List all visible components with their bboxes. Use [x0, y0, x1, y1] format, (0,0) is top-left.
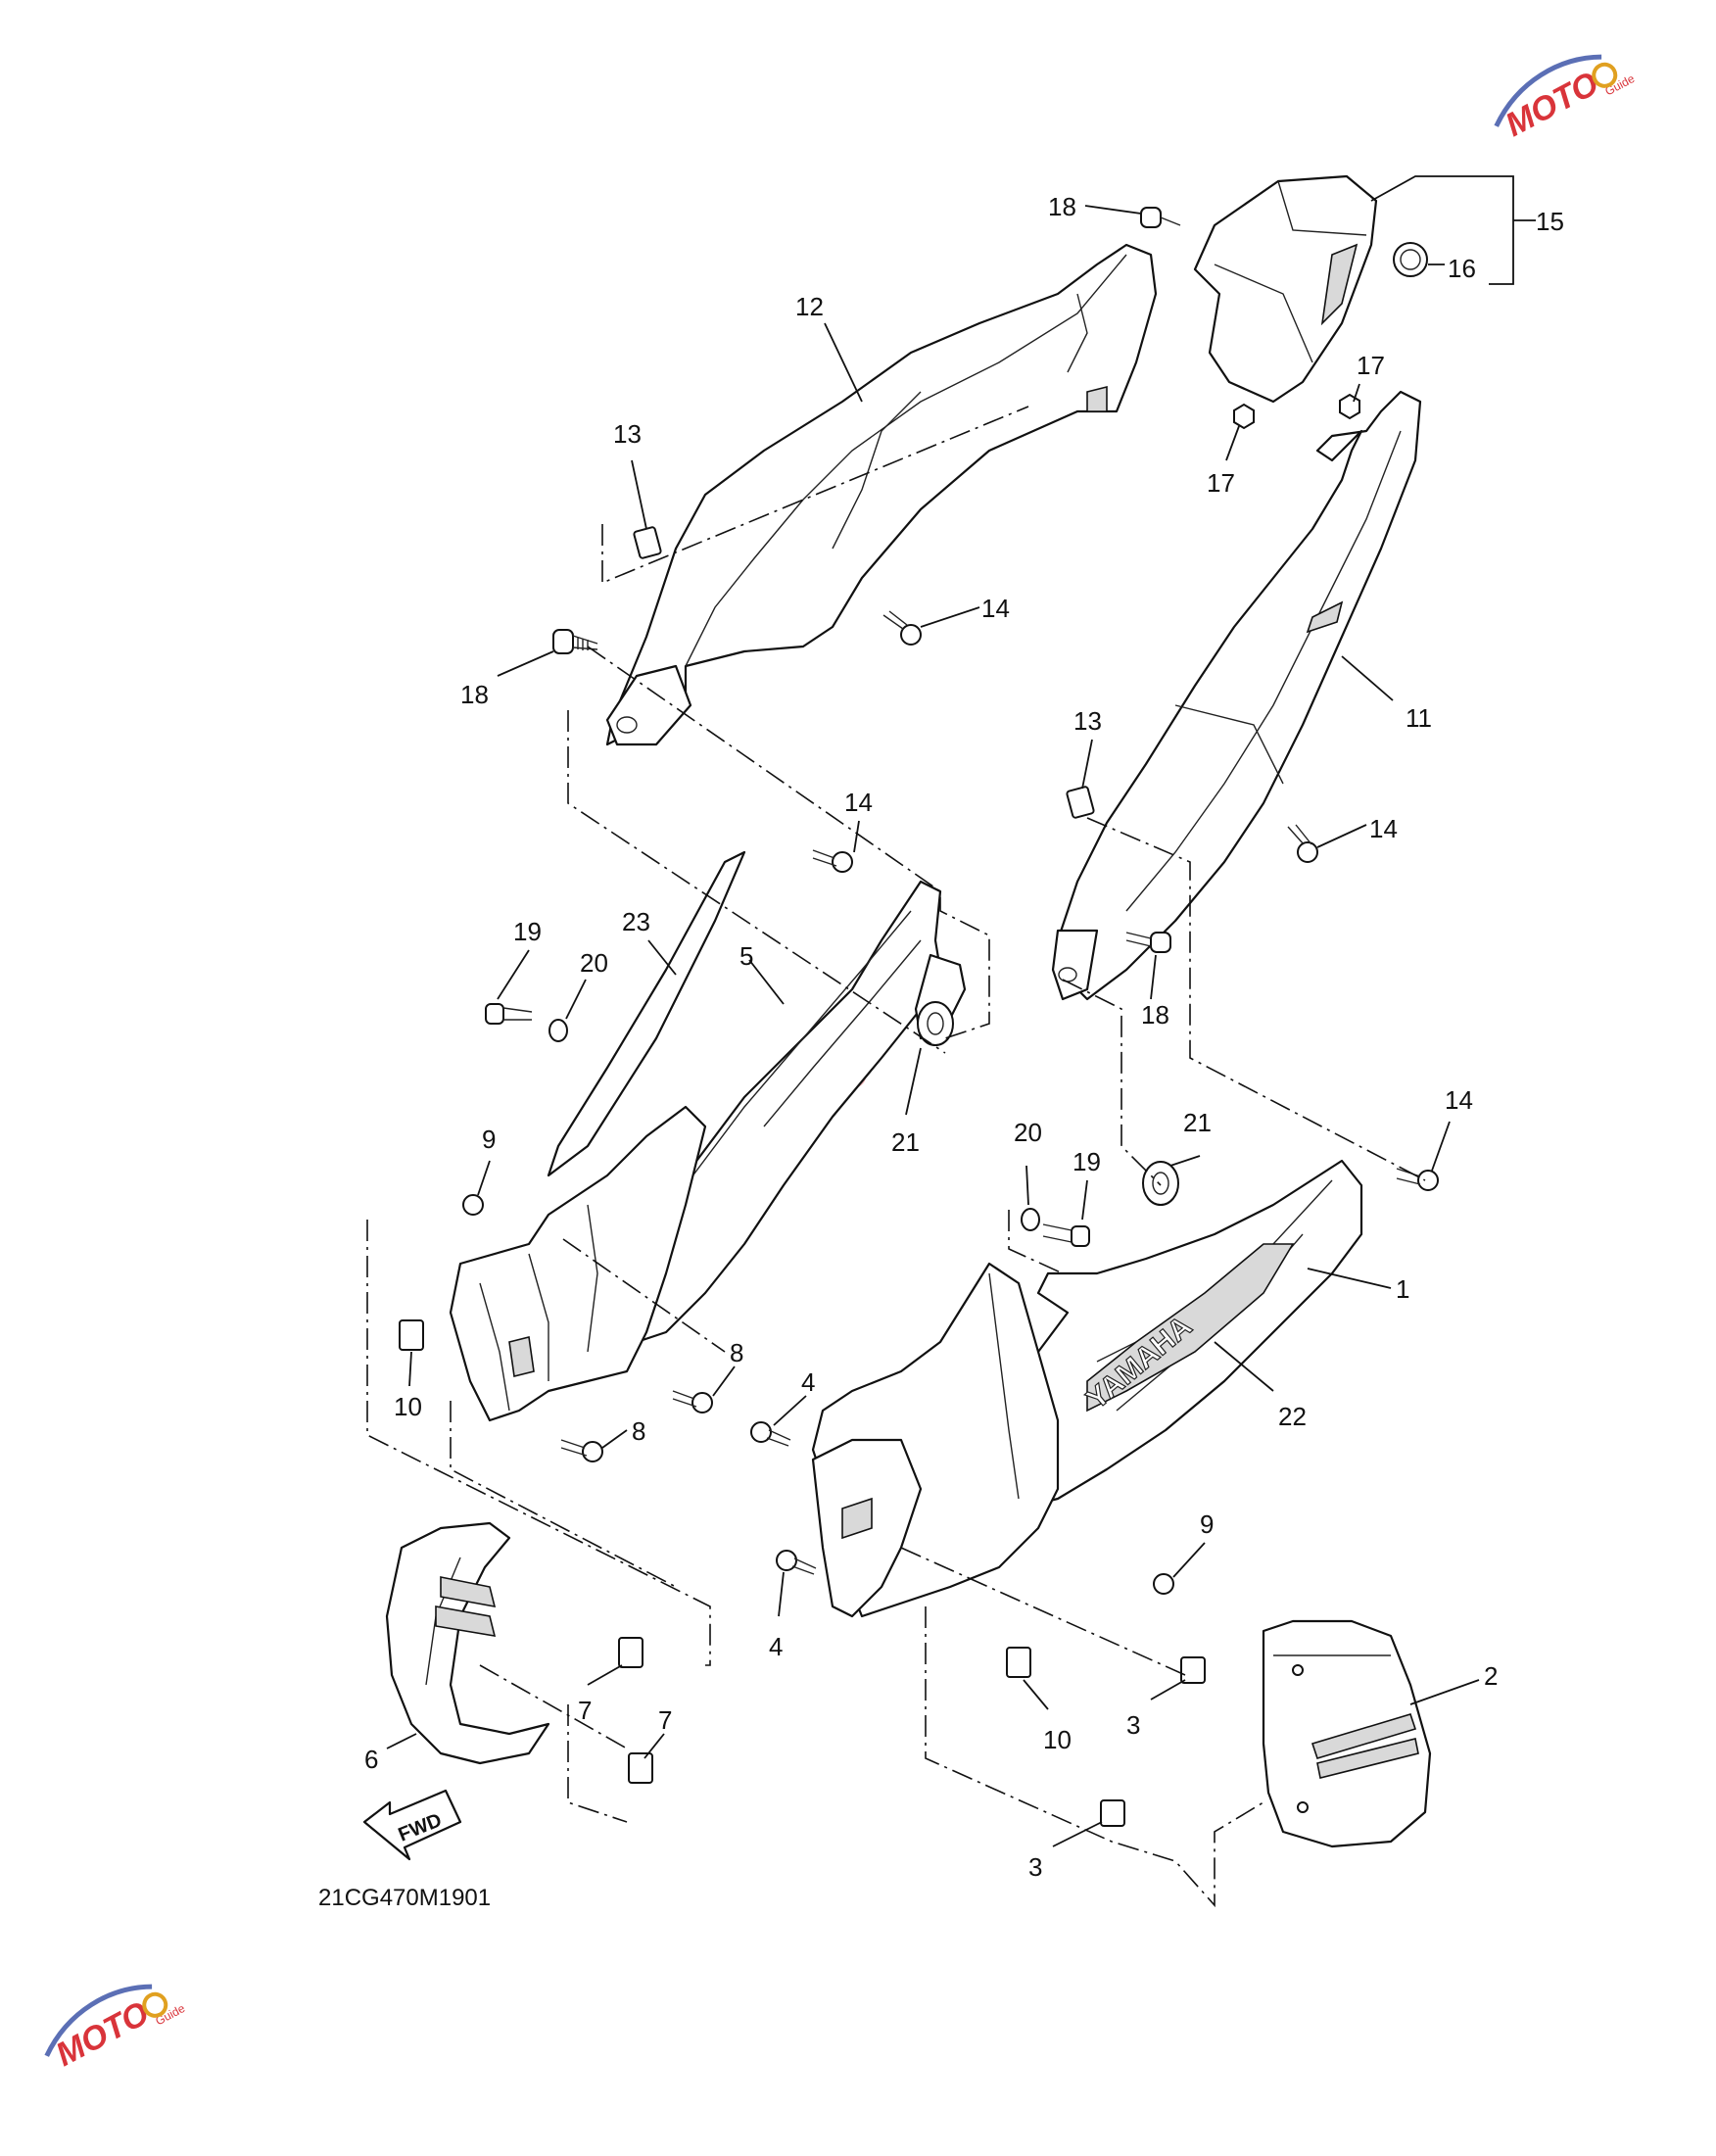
watermark-logo-bottom: MOTO Guide: [44, 1984, 187, 2074]
callout-16: 16: [1448, 254, 1476, 283]
callout-9-right: 9: [1200, 1509, 1214, 1539]
part-1-side-cover-right: YAMAHA: [997, 1159, 1363, 1510]
callout-18-top: 18: [1048, 192, 1076, 221]
fasteners: [399, 207, 1439, 1827]
part-11-rear-side-cover-right: [1051, 390, 1422, 1001]
callout-17-right: 17: [1357, 351, 1385, 380]
callout-23: 23: [622, 907, 650, 936]
callout-7-lower: 7: [658, 1705, 672, 1735]
callout-20-left: 20: [580, 948, 608, 978]
part-5-side-panel-bracket: [625, 880, 967, 1344]
watermark-logo-top: MOTO Guide: [1494, 54, 1637, 144]
callout-19-left: 19: [513, 917, 542, 946]
callout-17-left: 17: [1207, 468, 1235, 498]
callout-14-right: 14: [1369, 814, 1398, 843]
callout-20-right: 20: [1014, 1118, 1042, 1147]
watermark-text: MOTO: [1500, 65, 1604, 144]
callout-2: 2: [1484, 1661, 1498, 1691]
callout-3-upper: 3: [1126, 1710, 1140, 1740]
callout-14-lower: 14: [1445, 1085, 1473, 1115]
part-12-rear-side-cover-left: [605, 243, 1158, 746]
callout-11: 11: [1406, 703, 1432, 733]
callout-10-left: 10: [394, 1392, 422, 1421]
drawing-code: 21CG470M1901: [318, 1885, 491, 1911]
callout-8-upper: 8: [730, 1338, 743, 1367]
part-23-side-panel-decal: [547, 850, 746, 1177]
callout-3-lower: 3: [1028, 1852, 1042, 1882]
part-15-tail-cover: [1193, 174, 1378, 404]
callout-5: 5: [739, 941, 753, 971]
gear-icon: [142, 1991, 168, 2018]
part-inner-frame-cover: [449, 1105, 707, 1422]
callout-9-left: 9: [482, 1125, 496, 1154]
fwd-arrow: FWD: [362, 1789, 462, 1861]
callout-14-upper: 14: [981, 594, 1010, 623]
callout-14-mid: 14: [844, 788, 873, 817]
watermark-text: MOTO: [50, 1994, 155, 2074]
callout-18-left: 18: [460, 680, 489, 709]
callout-labels: 18 15 16 17 17 12 13 14 18 11 13 14 14 1…: [364, 192, 1564, 1882]
callout-21-right: 21: [1183, 1108, 1212, 1137]
part-6-front-cover-left: [385, 1521, 550, 1765]
callout-1: 1: [1396, 1274, 1409, 1304]
callout-18-right: 18: [1141, 1000, 1169, 1030]
installation-lines: [366, 406, 1426, 1908]
callout-10-right: 10: [1043, 1725, 1072, 1754]
callout-13-left: 13: [613, 419, 642, 449]
callout-6: 6: [364, 1745, 378, 1774]
gear-icon: [1592, 62, 1618, 88]
callout-13-right: 13: [1073, 706, 1102, 736]
callout-15: 15: [1536, 207, 1564, 236]
callout-21-left: 21: [891, 1127, 920, 1157]
callout-22: 22: [1278, 1402, 1307, 1431]
part-front-cover-right: [811, 1262, 1060, 1618]
callout-4-lower: 4: [769, 1632, 783, 1661]
callout-8-lower: 8: [632, 1416, 645, 1446]
callout-19-right: 19: [1072, 1147, 1101, 1176]
leader-lines: [386, 175, 1536, 1847]
callout-7-upper: 7: [578, 1696, 592, 1725]
part-16-cap: [1393, 242, 1428, 277]
callout-4-upper: 4: [801, 1367, 815, 1397]
callout-12: 12: [795, 292, 824, 321]
part-2-cover-cap: [1262, 1619, 1432, 1848]
